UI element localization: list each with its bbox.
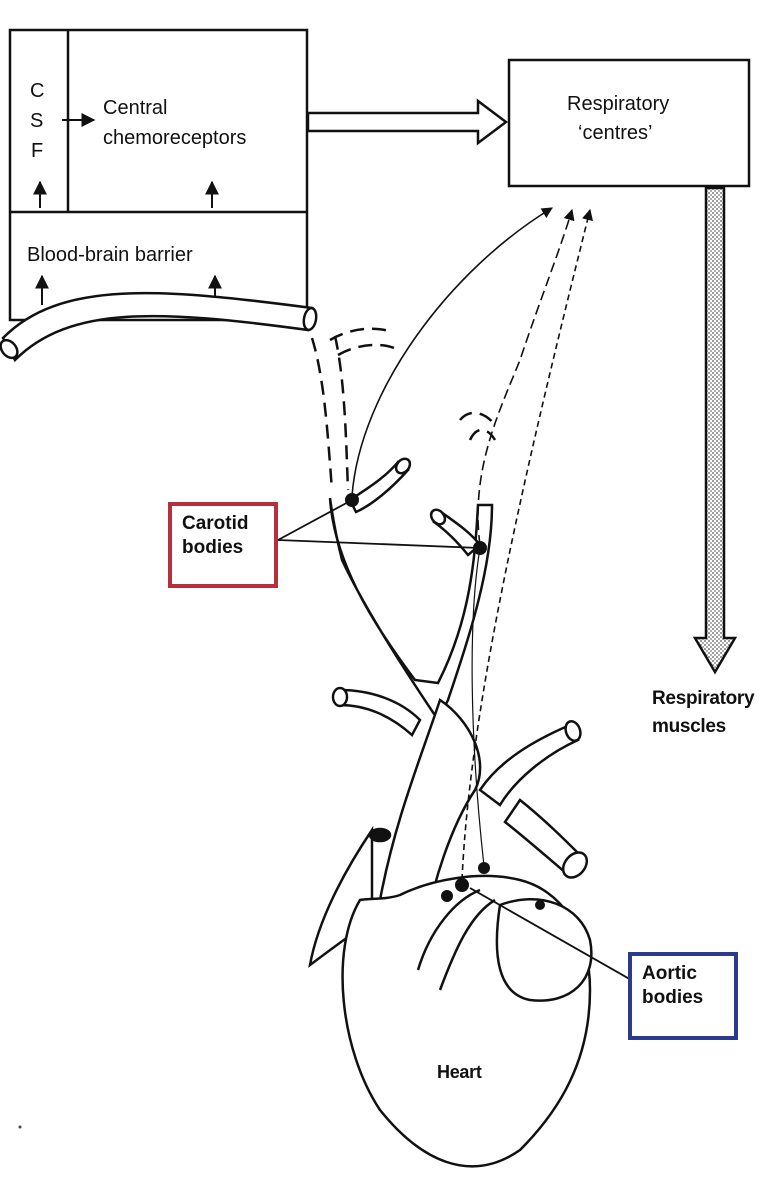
atrium [495,897,593,1002]
brain-block [8,28,309,322]
carotid-bodies-callout: Carotid bodies [168,502,278,588]
central-chemoreceptors-line1: Central [103,97,168,119]
callout-pointers [277,499,641,986]
respiratory-centres-line1: Respiratory [567,93,670,115]
centres-to-muscles-arrow [692,186,738,675]
csf-label-f: F [31,140,44,162]
carotid-bodies-line1: Carotid [182,513,249,534]
carotid-pointer-2 [277,539,481,549]
respiratory-centres-line2: ‘centres’ [578,122,653,144]
chemo-to-centres-arrow [306,98,509,146]
heart-label: Heart [437,1062,482,1082]
aortic-body-dot-2 [478,862,490,874]
central-chemoreceptors-line2: chemoreceptors [103,127,247,149]
heart-and-aorta [308,686,593,1168]
receptor-dots [345,493,545,910]
aortic-body-dot-1 [455,878,469,892]
carotid-arteries [328,457,494,723]
csf-label-c: C [30,80,45,102]
brachiocephalic-right [478,723,580,807]
carotid-bodies-line2: bodies [182,536,244,558]
respiratory-centres-box [507,58,751,188]
aortic-bodies-line2: bodies [642,986,704,1008]
carotid-pointer-1 [277,499,353,541]
respiratory-muscles-line1: Respiratory [652,688,755,709]
brain-inner-arrows [33,113,222,305]
subclavian [338,688,422,738]
brain-outer-box [8,28,309,322]
aortic-nerve [461,208,593,881]
carotid-nerve-right [477,208,575,546]
dashed-vessels [310,327,497,491]
aortic-bodies-line1: Aortic [642,963,697,984]
cerebral-vessel [0,291,318,363]
speck [18,1125,22,1129]
aortic-bodies-callout: Aortic bodies [628,952,738,1040]
afferent-nerves [351,207,593,881]
respiratory-muscles-line2: muscles [652,716,726,737]
blood-brain-barrier-label: Blood-brain barrier [27,244,193,266]
carotid-nerve-left [351,207,553,497]
aortic-body-dot-3 [441,890,453,902]
aortic-body-dot-4 [535,900,545,910]
aortic-pointer [469,887,641,986]
csf-label-s: S [30,110,44,132]
